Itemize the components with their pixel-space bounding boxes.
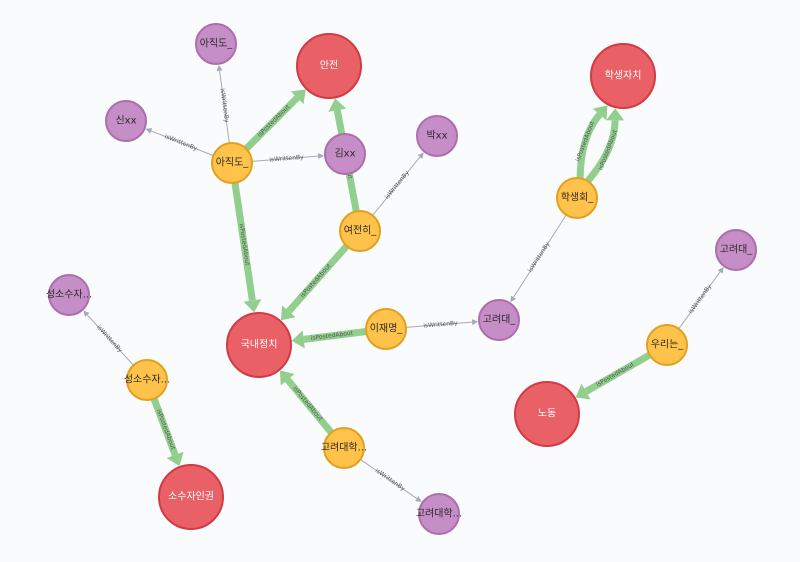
edge-line <box>513 214 567 298</box>
edge-arrowhead <box>471 319 479 326</box>
post-node-p_yeojeon[interactable]: 여전히_ <box>339 210 381 252</box>
post-circle[interactable] <box>211 142 253 184</box>
edge-line <box>405 321 473 328</box>
edge-arrowhead <box>317 153 325 160</box>
edge-arrowhead <box>280 305 296 321</box>
topic-node-t_safety[interactable]: 안전 <box>296 33 362 99</box>
post-node-p_ijae[interactable]: 이재명_ <box>365 308 407 350</box>
author-circle[interactable] <box>105 100 147 142</box>
edge-about-9[interactable] <box>576 105 608 178</box>
edge-line <box>372 156 421 216</box>
edge-arrowhead <box>417 152 424 159</box>
edge-line <box>219 70 230 144</box>
edge-line <box>243 95 300 152</box>
edge-arrowhead <box>290 89 306 105</box>
edge-labels-layer: isPostedAboutisPostedAboutisWrittenByisW… <box>95 88 713 493</box>
edge-about-17[interactable] <box>280 370 334 435</box>
edge-arrowhead <box>280 370 295 386</box>
edge-writer-12[interactable] <box>405 319 479 328</box>
author-circle[interactable] <box>48 274 90 316</box>
author-node-a_korea2[interactable]: 고려대_ <box>715 229 757 271</box>
edge-about-13[interactable] <box>575 351 652 400</box>
edge-about-11[interactable] <box>291 328 367 349</box>
edge-arrowhead <box>216 64 223 72</box>
edge-arrowhead <box>717 266 724 274</box>
author-circle[interactable] <box>418 493 460 535</box>
post-circle[interactable] <box>126 359 168 401</box>
edge-writer-7[interactable] <box>372 152 424 216</box>
post-circle[interactable] <box>646 324 688 366</box>
topic-node-t_minority[interactable]: 소수자인권 <box>158 464 224 530</box>
edge-line <box>286 243 350 314</box>
post-node-p_sungsosu[interactable]: 성소수자... <box>124 359 170 401</box>
edge-about-15[interactable] <box>150 397 184 467</box>
author-node-a_korea1[interactable]: 고려대_ <box>478 299 520 341</box>
edge-line <box>678 271 721 330</box>
edge-line <box>231 182 256 302</box>
edge-line <box>303 328 367 343</box>
edge-line <box>584 351 652 395</box>
topic-node-t_labor[interactable]: 노동 <box>514 381 580 447</box>
edge-arrowhead <box>291 330 305 349</box>
topic-node-t_domestic[interactable]: 국내정치 <box>226 312 292 378</box>
edge-about-1[interactable] <box>231 182 262 313</box>
edge-arrowhead <box>166 451 184 467</box>
edge-line <box>585 120 619 184</box>
edge-writer-14[interactable] <box>678 266 724 330</box>
edge-about-8[interactable] <box>585 108 625 184</box>
post-node-p_haksaeng[interactable]: 학생회_ <box>556 177 598 219</box>
topic-circle[interactable] <box>590 43 656 109</box>
author-node-a_sungsosu[interactable]: 성소수자... <box>46 274 92 316</box>
edges-layer <box>83 64 724 503</box>
author-node-a_kim[interactable]: 김xx <box>324 133 366 175</box>
edge-about-6[interactable] <box>280 243 350 321</box>
author-node-a_korea3[interactable]: 고려대학... <box>416 493 462 535</box>
edge-writer-2[interactable] <box>216 64 230 144</box>
edge-writer-3[interactable] <box>145 128 214 157</box>
edge-writer-4[interactable] <box>251 153 325 162</box>
author-node-a_park[interactable]: 박xx <box>416 115 458 157</box>
topic-circle[interactable] <box>514 381 580 447</box>
post-circle[interactable] <box>339 210 381 252</box>
post-node-p_uri[interactable]: 우리는_ <box>646 324 688 366</box>
edge-line <box>284 377 334 435</box>
edge-arrowhead <box>592 105 608 121</box>
edge-line <box>150 397 179 457</box>
author-node-a_sin[interactable]: 신xx <box>105 100 147 142</box>
edge-arrowhead <box>328 98 347 112</box>
edge-line <box>86 314 134 366</box>
edge-about-0[interactable] <box>243 89 306 152</box>
edge-arrowhead <box>415 496 422 503</box>
post-circle[interactable] <box>556 177 598 219</box>
edge-arrowhead <box>83 310 90 317</box>
author-node-a_ajikdo[interactable]: 아직도_ <box>195 23 237 65</box>
edge-arrowhead <box>575 383 591 400</box>
author-circle[interactable] <box>416 115 458 157</box>
topic-circle[interactable] <box>158 464 224 530</box>
author-circle[interactable] <box>324 133 366 175</box>
edge-line <box>251 155 319 162</box>
edge-line <box>150 130 214 157</box>
post-node-p_ajikdo[interactable]: 아직도_ <box>211 142 253 184</box>
edge-writer-16[interactable] <box>83 310 134 366</box>
edge-arrowhead <box>510 295 517 303</box>
author-circle[interactable] <box>195 23 237 65</box>
edge-line <box>576 112 603 178</box>
post-node-p_korea[interactable]: 고려대학... <box>321 427 367 469</box>
edge-line <box>360 459 418 500</box>
topic-circle[interactable] <box>296 33 362 99</box>
edge-writer-10[interactable] <box>510 214 567 303</box>
edge-arrowhead <box>606 108 625 121</box>
edge-arrowhead <box>243 299 262 313</box>
author-circle[interactable] <box>478 299 520 341</box>
topic-circle[interactable] <box>226 312 292 378</box>
post-circle[interactable] <box>323 427 365 469</box>
author-circle[interactable] <box>715 229 757 271</box>
edge-writer-18[interactable] <box>360 459 422 503</box>
post-circle[interactable] <box>365 308 407 350</box>
topic-node-t_student[interactable]: 학생자치 <box>590 43 656 109</box>
edge-arrowhead <box>145 128 153 134</box>
